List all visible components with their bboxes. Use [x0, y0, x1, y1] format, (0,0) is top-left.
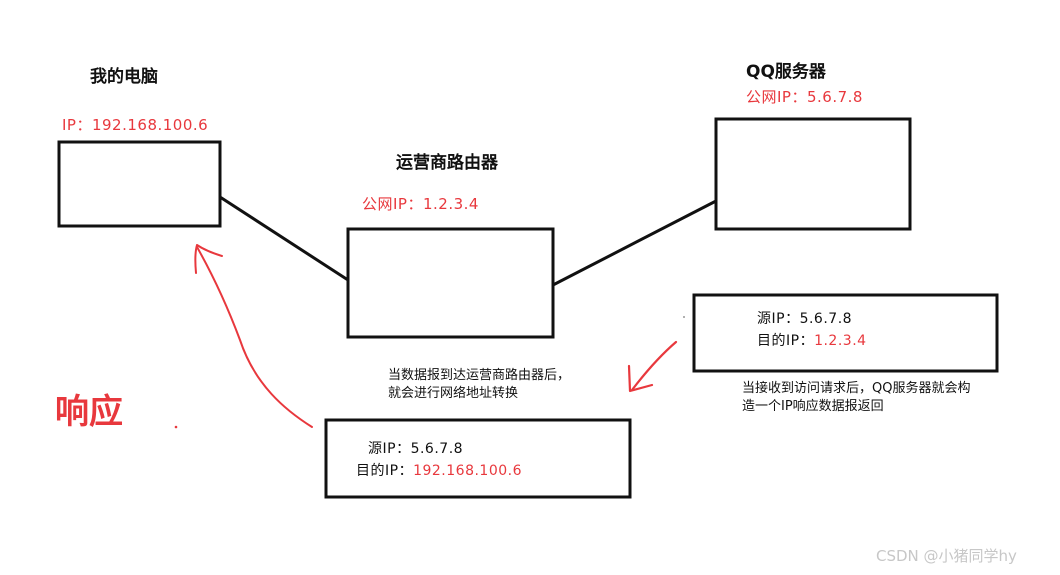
my-pc-ip: IP：192.168.100.6 [62, 116, 209, 134]
translated-reply-packet-box [324, 418, 632, 499]
isp-router-box[interactable] [346, 227, 555, 339]
qq-server-title: QQ服务器 [746, 62, 826, 82]
link-router-server [552, 199, 717, 287]
server-reply-dst: 目的IP：1.2.3.4 [757, 334, 867, 348]
isp-router-ip: 公网IP：1.2.3.4 [362, 195, 479, 213]
src-ip-value: 5.6.7.8 [799, 311, 853, 327]
response-label: 响应 [55, 392, 123, 432]
qq-server-ip: 公网IP：5.6.7.8 [746, 88, 863, 106]
src-ip-label: 源IP： [368, 441, 411, 457]
my-pc-box[interactable] [57, 140, 222, 228]
server-note-line-1: 当接收到访问请求后，QQ服务器就会构 [742, 381, 971, 396]
watermark: CSDN @小猪同学hy [876, 547, 1017, 565]
dst-ip-label: 目的IP： [356, 463, 414, 479]
server-reply-packet-box [692, 293, 999, 373]
isp-router-title: 运营商路由器 [396, 153, 498, 173]
arrow-server-to-router-icon [627, 340, 678, 393]
stray-dot-2 [683, 316, 685, 318]
router-note-line-2: 就会进行网络地址转换 [388, 386, 519, 401]
my-pc-title: 我的电脑 [90, 67, 158, 87]
src-ip-label: 源IP： [757, 311, 800, 327]
router-note-line-1: 当数据报到达运营商路由器后， [388, 368, 571, 383]
stray-dot [174, 425, 178, 429]
server-note-line-2: 造一个IP响应数据报返回 [742, 399, 884, 414]
server-reply-src: 源IP：5.6.7.8 [757, 312, 852, 326]
server-note: 当接收到访问请求后，QQ服务器就会构 造一个IP响应数据报返回 [742, 380, 970, 416]
dst-ip-value: 1.2.3.4 [814, 333, 867, 349]
translated-reply-dst: 目的IP：192.168.100.6 [356, 464, 522, 478]
dst-ip-label: 目的IP： [757, 333, 815, 349]
dst-ip-value: 192.168.100.6 [413, 463, 523, 479]
router-note: 当数据报到达运营商路由器后， 就会进行网络地址转换 [388, 367, 570, 403]
translated-reply-src: 源IP：5.6.7.8 [368, 442, 463, 456]
link-pc-router [219, 195, 349, 282]
qq-server-box[interactable] [714, 117, 912, 231]
src-ip-value: 5.6.7.8 [410, 441, 464, 457]
arrow-response-to-pc-icon [194, 244, 313, 428]
